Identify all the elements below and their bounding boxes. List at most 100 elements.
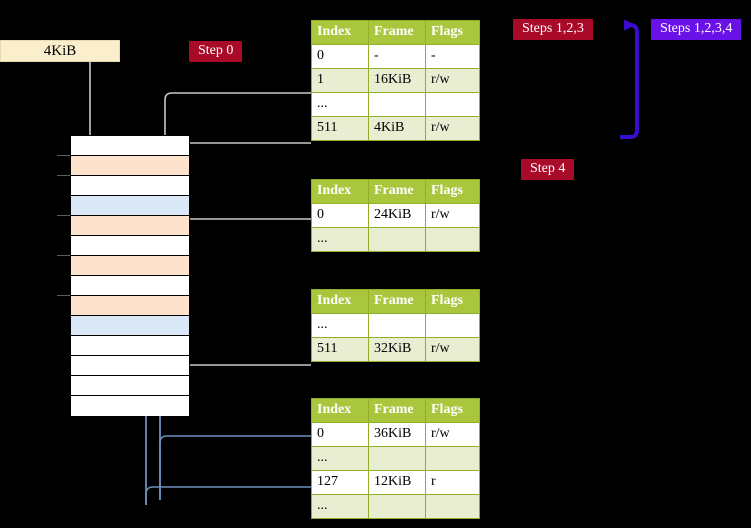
table-row: ... (311, 494, 480, 519)
table-cell (368, 494, 426, 519)
table-cell: ... (311, 494, 369, 519)
memory-frame-row (57, 155, 189, 176)
table-row: 0-- (311, 44, 480, 69)
column-header-frame: Frame (368, 179, 426, 204)
table-cell: 16KiB (368, 68, 426, 93)
table-cell: ... (311, 446, 369, 471)
step4-label: Step 4 (530, 161, 566, 176)
frame-size-box: 4KiB (0, 40, 120, 62)
table-cell (425, 227, 480, 252)
column-header-flags: Flags (425, 398, 480, 423)
table-cell: - (368, 44, 426, 69)
memory-frame-row (71, 396, 189, 416)
memory-row-tick (57, 295, 70, 296)
step0-label: Step 0 (198, 43, 234, 58)
table-cell (368, 313, 426, 338)
column-header-flags: Flags (425, 289, 480, 314)
table-row: ... (311, 227, 480, 252)
memory-frame-row (71, 136, 189, 156)
table-cell (425, 494, 480, 519)
table-cell (425, 92, 480, 117)
table-cell (425, 313, 480, 338)
table-row: ... (311, 92, 480, 117)
memory-row-tick (57, 155, 70, 156)
table-cell: r/w (425, 116, 480, 141)
steps123-label: Steps 1,2,3 (522, 21, 584, 36)
memory-frame-row (71, 356, 189, 376)
steps1234-label: Steps 1,2,3,4 (660, 21, 733, 36)
column-header-index: Index (311, 398, 369, 423)
table-cell: r/w (425, 337, 480, 362)
frame-size-label: 4KiB (43, 43, 77, 59)
table-cell: 12KiB (368, 470, 426, 495)
table-cell: 36KiB (368, 422, 426, 447)
table-cell: 0 (311, 44, 369, 69)
table-cell: r/w (425, 422, 480, 447)
column-header-index: Index (311, 179, 369, 204)
steps1234-badge: Steps 1,2,3,4 (651, 19, 742, 41)
table-cell: r/w (425, 203, 480, 228)
table-cell: 24KiB (368, 203, 426, 228)
memory-frame-row (71, 376, 189, 396)
memory-frame-row (71, 336, 189, 356)
column-header-frame: Frame (368, 20, 426, 45)
table-cell (368, 92, 426, 117)
table-cell: ... (311, 92, 369, 117)
table-cell: 32KiB (368, 337, 426, 362)
step0-badge: Step 0 (189, 41, 243, 63)
table-cell (368, 446, 426, 471)
physical-memory-column (57, 135, 190, 416)
table-cell: 0 (311, 203, 369, 228)
memory-frame-row (71, 316, 189, 336)
table-cell: 4KiB (368, 116, 426, 141)
table-cell: 127 (311, 470, 369, 495)
steps123-badge: Steps 1,2,3 (513, 19, 593, 41)
table-cell: 0 (311, 422, 369, 447)
column-header-index: Index (311, 289, 369, 314)
column-header-frame: Frame (368, 398, 426, 423)
wire-memory-up-blue-a (159, 435, 311, 500)
memory-frame-row (57, 175, 189, 196)
table-cell: 511 (311, 337, 369, 362)
memory-frame-row (71, 276, 189, 296)
arrow-steps-return (620, 19, 639, 139)
column-header-flags: Flags (425, 179, 480, 204)
table-cell: ... (311, 313, 369, 338)
table-row: ... (311, 446, 480, 471)
wire-l3-to-memory (177, 218, 311, 265)
wire-memory-to-l2 (172, 315, 311, 366)
memory-frame-row (71, 196, 189, 216)
table-cell: r/w (425, 68, 480, 93)
column-header-flags: Flags (425, 20, 480, 45)
memory-row-tick (57, 175, 70, 176)
table-cell: r (425, 470, 480, 495)
wire-memory-up-blue-b (145, 486, 311, 505)
column-header-frame: Frame (368, 289, 426, 314)
memory-row-tick (57, 215, 70, 216)
table-cell (425, 446, 480, 471)
memory-row-tick (57, 255, 70, 256)
step4-badge: Step 4 (521, 159, 575, 181)
table-cell: ... (311, 227, 369, 252)
table-cell: 1 (311, 68, 369, 93)
table-cell (368, 227, 426, 252)
table-row: ... (311, 313, 480, 338)
table-cell: 511 (311, 116, 369, 141)
column-header-index: Index (311, 20, 369, 45)
memory-frame-row (57, 215, 189, 236)
memory-frame-row (57, 295, 189, 316)
